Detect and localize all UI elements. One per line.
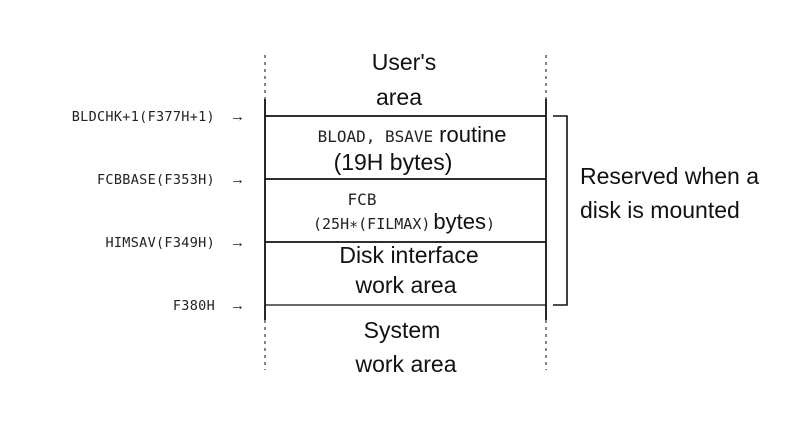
- disk-interface-line1: Disk interface: [339, 242, 478, 268]
- users-area-line1: User's: [372, 49, 436, 75]
- fcb-line1: FCB: [348, 190, 377, 209]
- reserved-region-bracket: [553, 115, 568, 306]
- reserved-note-line1: Reserved when a: [580, 163, 759, 189]
- users-area-line2: area: [376, 84, 422, 110]
- fcb-line2: (25H∗(FILMAX)bytes): [313, 209, 495, 234]
- address-label-fcbbase: FCBBASE(F353H): [97, 172, 215, 188]
- system-work-area-line2: work area: [355, 351, 457, 377]
- arrow-right-icon: →: [230, 234, 245, 251]
- bload-routine-line2: (19H bytes): [334, 149, 453, 175]
- address-label-himsav: HIMSAV(F349H): [105, 235, 215, 251]
- disk-interface-line2: work area: [355, 272, 457, 298]
- arrow-right-icon: →: [230, 108, 245, 125]
- address-label-f380h: F380H: [173, 298, 215, 314]
- arrow-right-icon: →: [230, 171, 245, 188]
- address-label-bldchk: BLDCHK+1(F377H+1): [72, 109, 215, 125]
- system-work-area-line1: System: [364, 317, 441, 343]
- reserved-note-line2: disk is mounted: [580, 197, 740, 223]
- arrow-right-icon: →: [230, 297, 245, 314]
